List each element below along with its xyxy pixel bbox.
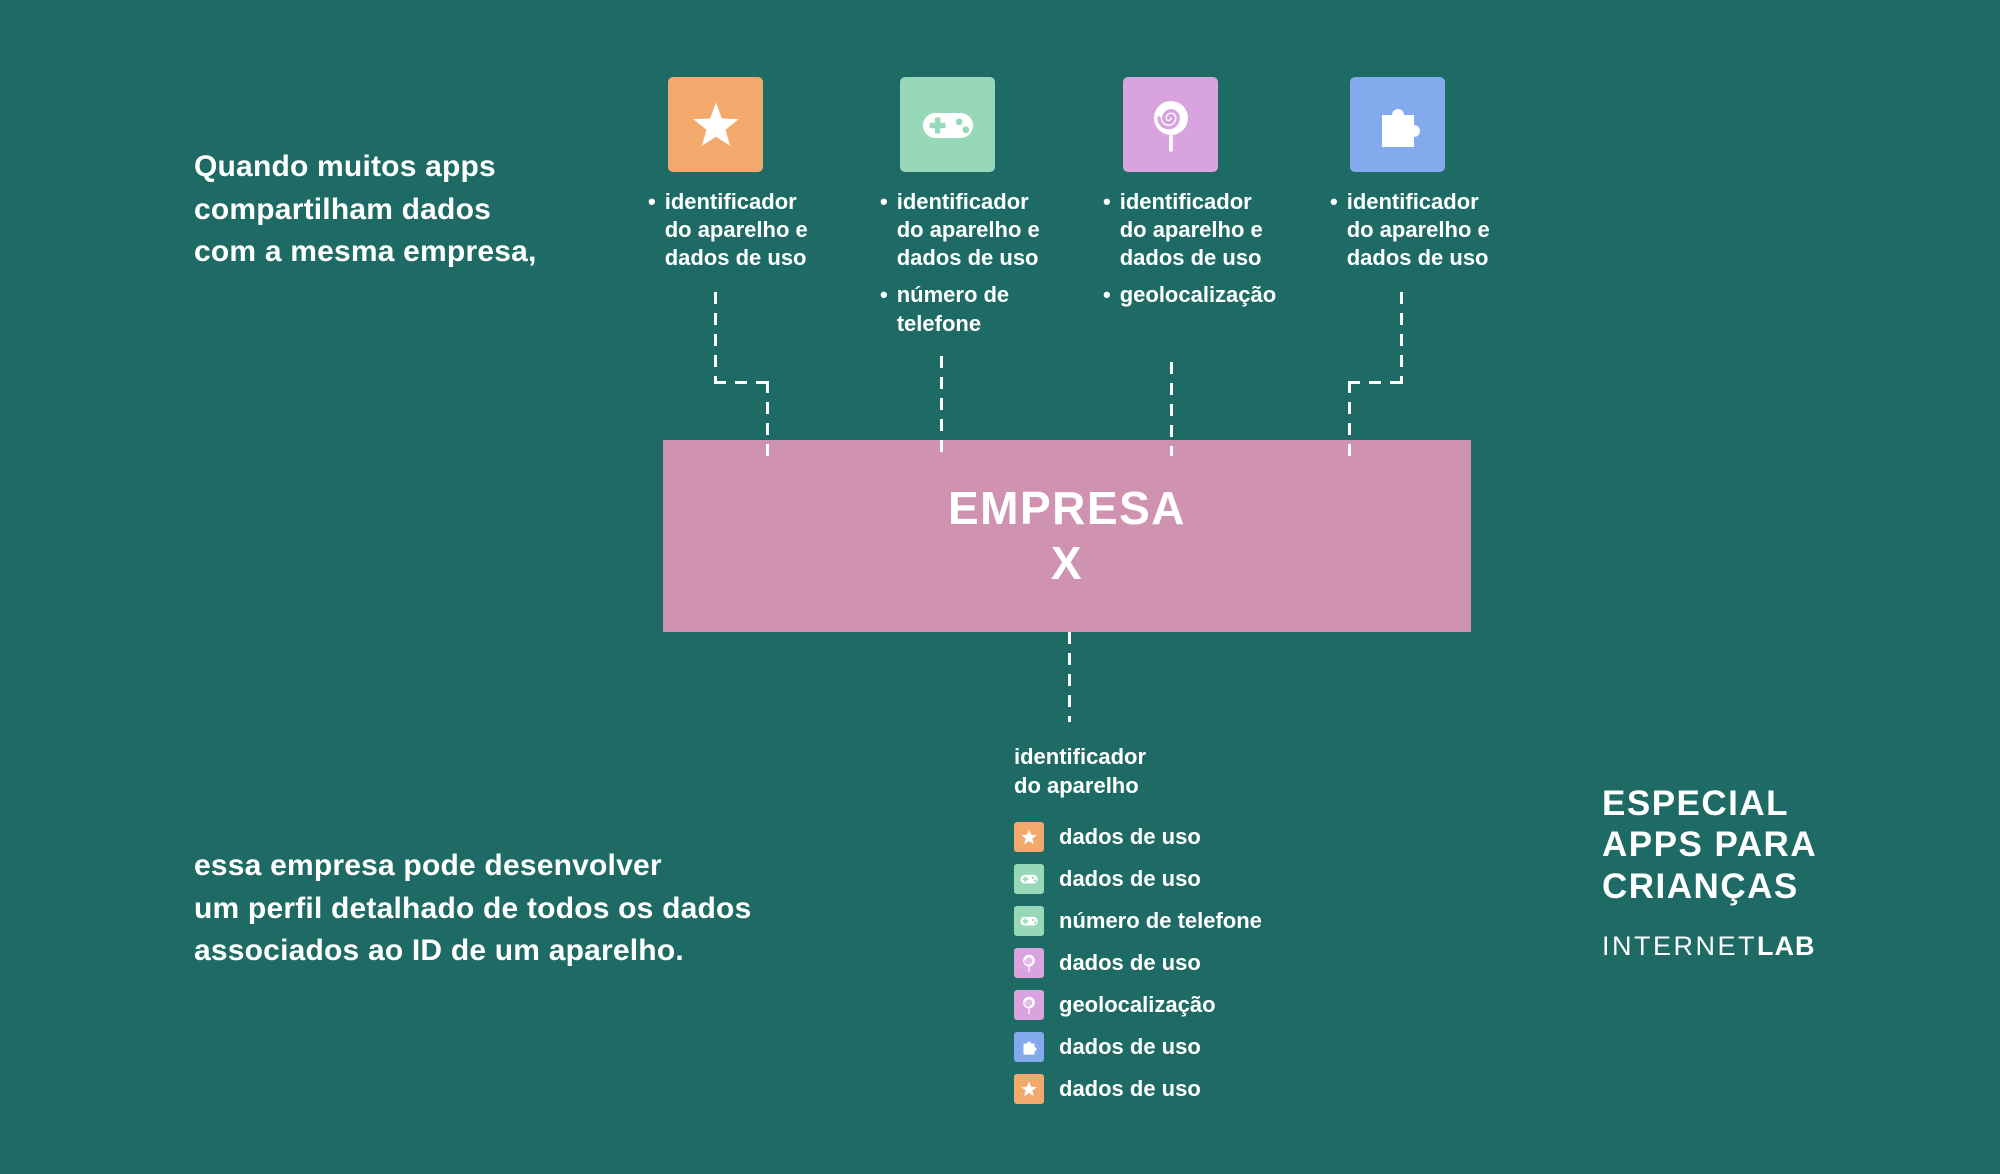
app-tile-star: [668, 77, 763, 172]
app-data-list: identificador do aparelho e dados de uso…: [1103, 188, 1303, 310]
app-tile-puzzle: [1350, 77, 1445, 172]
connector-app1-into-box: [766, 381, 769, 461]
gamepad-icon: [1018, 868, 1040, 890]
profile-list: dados de uso dados de uso número de tele…: [1014, 822, 1262, 1116]
app-tile-star: [1014, 822, 1044, 852]
app-data-list: identificador do aparelho e dados de uso: [648, 188, 848, 272]
intro-text: Quando muitos apps compartilham dados co…: [194, 150, 537, 269]
connector-app4-into-box: [1348, 381, 1351, 461]
gamepad-icon: [1018, 910, 1040, 932]
app-tile-lollipop: [1014, 990, 1044, 1020]
list-item: dados de uso: [1014, 1074, 1262, 1104]
profile-header: identificador do aparelho: [1014, 744, 1147, 799]
list-item-label: geolocalização: [1059, 992, 1216, 1017]
lollipop-icon: [1139, 93, 1203, 157]
app-tile-lollipop: [1014, 948, 1044, 978]
app-column-gamepad: identificador do aparelho e dados de uso…: [880, 77, 1080, 347]
data-bullet: identificador do aparelho e dados de uso: [1103, 188, 1281, 272]
app-column-star: identificador do aparelho e dados de uso: [648, 77, 848, 281]
list-item-label: dados de uso: [1059, 1034, 1201, 1059]
app-tile-star: [1014, 1074, 1044, 1104]
app-tile-lollipop: [1123, 77, 1218, 172]
logo-lab: LAB: [1757, 930, 1816, 961]
list-item-label: dados de uso: [1059, 1076, 1201, 1101]
data-bullet: geolocalização: [1103, 281, 1281, 309]
data-bullet: identificador do aparelho e dados de uso: [1330, 188, 1508, 272]
list-item-label: dados de uso: [1059, 866, 1201, 891]
data-bullet: identificador do aparelho e dados de uso: [648, 188, 826, 272]
connector-app1-down: [714, 292, 717, 384]
list-item: geolocalização: [1014, 990, 1262, 1020]
list-item: dados de uso: [1014, 822, 1262, 852]
connector-app2-down: [940, 356, 943, 456]
list-item-label: número de telefone: [1059, 908, 1262, 933]
data-bullet: identificador do aparelho e dados de uso: [880, 188, 1058, 272]
list-item: dados de uso: [1014, 948, 1262, 978]
conclusion-text: essa empresa pode desenvolver um perfil …: [194, 849, 752, 968]
connector-app4-elbow: [1348, 381, 1403, 384]
list-item-label: dados de uso: [1059, 824, 1201, 849]
star-icon: [684, 93, 748, 157]
list-item: dados de uso: [1014, 864, 1262, 894]
connector-app3-down: [1170, 362, 1173, 456]
gamepad-icon: [916, 93, 980, 157]
app-data-list: identificador do aparelho e dados de uso: [1330, 188, 1530, 272]
app-column-puzzle: identificador do aparelho e dados de uso: [1330, 77, 1530, 281]
app-tile-gamepad: [900, 77, 995, 172]
company-box: EMPRESA X: [663, 440, 1471, 632]
puzzle-icon: [1366, 93, 1430, 157]
star-icon: [1018, 826, 1040, 848]
list-item-label: dados de uso: [1059, 950, 1201, 975]
special-title: ESPECIAL APPS PARA CRIANÇAS: [1602, 784, 1818, 906]
app-tile-puzzle: [1014, 1032, 1044, 1062]
star-icon: [1018, 1078, 1040, 1100]
list-item: número de telefone: [1014, 906, 1262, 936]
app-tile-gamepad: [1014, 864, 1044, 894]
puzzle-icon: [1018, 1036, 1040, 1058]
app-column-lollipop: identificador do aparelho e dados de uso…: [1103, 77, 1303, 319]
connector-app4-down: [1400, 292, 1403, 384]
internetlab-logo: INTERNETLAB: [1602, 931, 1817, 962]
lollipop-icon: [1018, 952, 1040, 974]
connector-app1-elbow: [714, 381, 769, 384]
connector-box-to-profile: [1068, 632, 1071, 722]
data-bullet: número de telefone: [880, 281, 1058, 337]
list-item: dados de uso: [1014, 1032, 1262, 1062]
lollipop-icon: [1018, 994, 1040, 1016]
company-label: EMPRESA X: [948, 481, 1186, 589]
app-data-list: identificador do aparelho e dados de uso…: [880, 188, 1080, 338]
app-tile-gamepad: [1014, 906, 1044, 936]
branding-block: ESPECIAL APPS PARA CRIANÇAS INTERNETLAB: [1602, 783, 1817, 962]
logo-internet: INTERNET: [1602, 930, 1757, 961]
